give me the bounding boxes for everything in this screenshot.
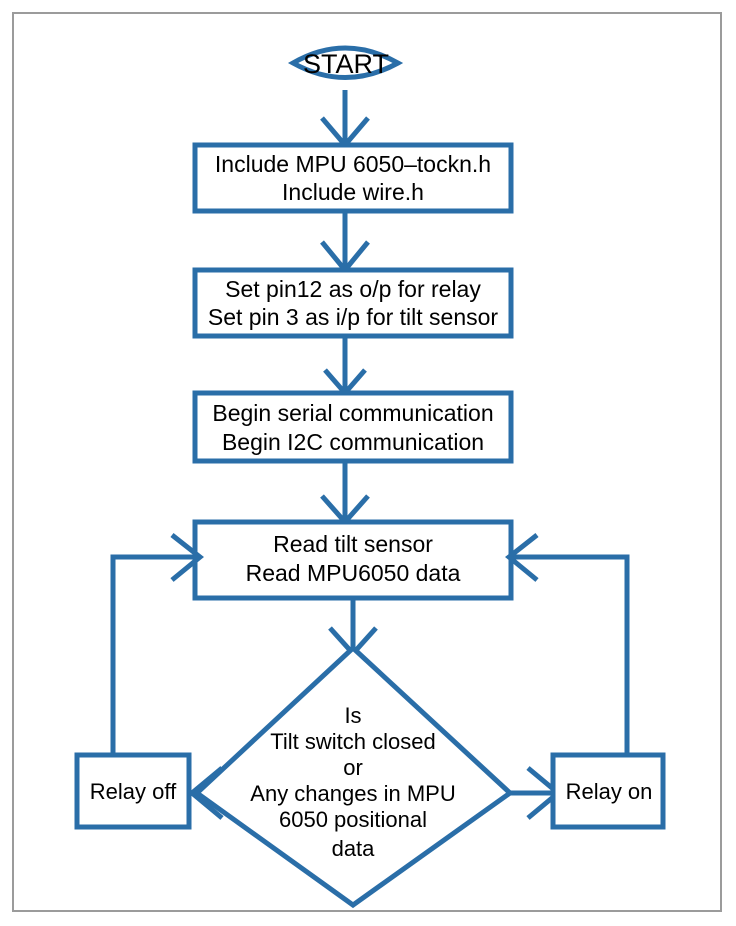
- node-pins: [192, 267, 514, 339]
- node-read: [192, 519, 514, 601]
- arrowhead-decision-to-relay-off: [188, 766, 224, 820]
- node-includes: [192, 142, 514, 214]
- arrowhead-relay-off-to-read: [170, 533, 204, 582]
- node-relay-off: [74, 752, 192, 830]
- node-relay-on: [550, 752, 666, 830]
- node-decision: [193, 644, 514, 909]
- start-shape: [287, 45, 404, 80]
- arrowhead-relay-on-to-read: [505, 533, 539, 582]
- node-comm: [192, 390, 514, 464]
- edge-relay-on-to-read: [511, 554, 630, 755]
- edge-relay-off-to-read: [110, 554, 198, 755]
